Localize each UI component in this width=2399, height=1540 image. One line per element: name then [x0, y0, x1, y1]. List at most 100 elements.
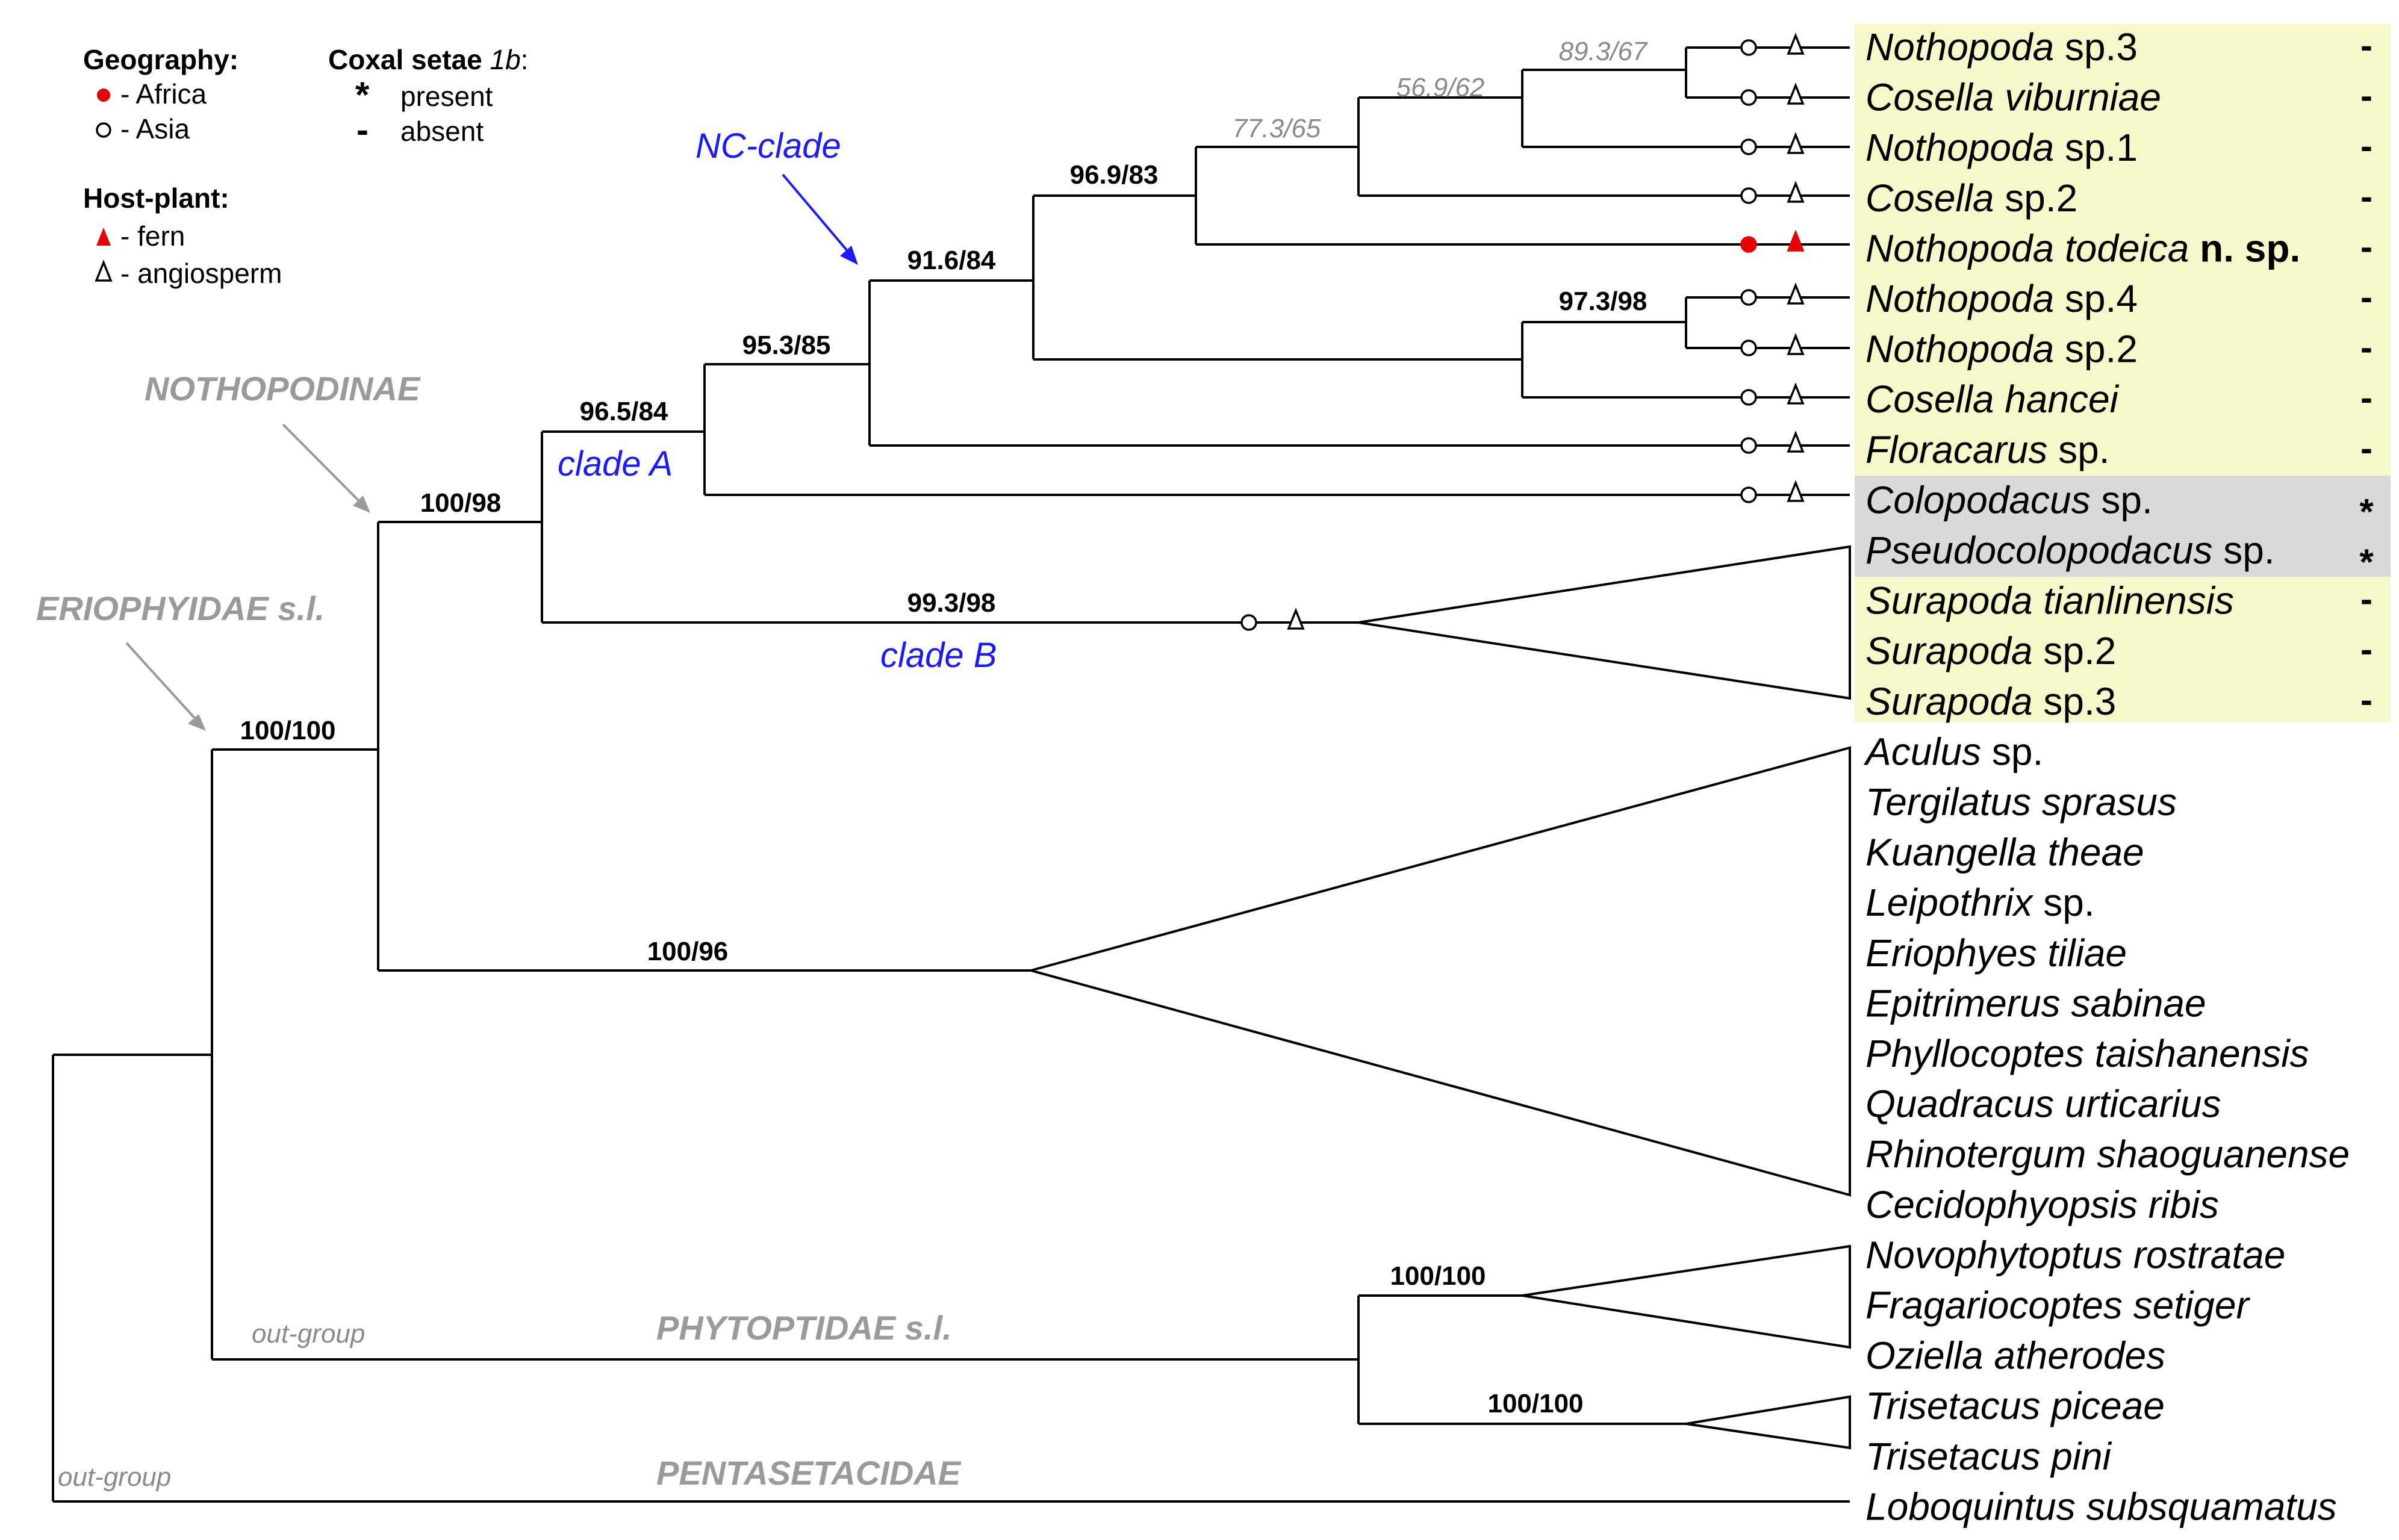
angiosperm-marker-icon [1787, 333, 1805, 355]
legend: Geography: - Africa - Asia Coxal setae 1… [83, 44, 528, 289]
africa-marker-icon [97, 88, 110, 102]
taxon-label: Nothopoda sp.4 [1865, 277, 2138, 320]
support-n916: 91.6/84 [907, 246, 996, 275]
present-symbol: * [355, 75, 370, 115]
angiosperm-marker-icon [1787, 33, 1805, 55]
taxon-name: Nothopoda [1865, 126, 2054, 169]
collapsed-trisetacus [1685, 1395, 1851, 1450]
support-n89: 89.3/67 [1559, 37, 1648, 66]
taxon-name: Loboquintus subsquamatus [1865, 1485, 2337, 1528]
taxon-label: Floracarus sp. [1865, 428, 2109, 471]
angiosperm-marker-icon [1787, 82, 1805, 105]
taxon-label: Novophytoptus rostratae [1865, 1233, 2285, 1276]
angiosperm-marker-icon [1787, 430, 1805, 453]
angiosperm-marker-icon [1787, 132, 1805, 154]
taxon-name: Fragariocoptes setiger [1865, 1284, 2250, 1327]
taxon-label: Rhinotergum shaoguanense [1865, 1132, 2350, 1176]
setae-absent-symbol: - [2360, 277, 2373, 317]
taxon-name: Nothopoda [1865, 277, 2054, 320]
taxon-label: Cecidophyopsis ribis [1865, 1183, 2219, 1226]
support-n100-100-erio: 100/100 [240, 716, 335, 745]
taxon-label: Eriophyes tiliae [1865, 931, 2127, 975]
gray-panel [1855, 476, 2391, 577]
support-values: 89.3/67 56.9/62 77.3/65 96.9/83 91.6/84 … [240, 37, 1648, 1418]
setae-absent-symbol: - [2360, 579, 2373, 619]
legend-present: present [400, 81, 493, 112]
taxon-label: Oziella atherodes [1865, 1334, 2165, 1377]
taxon-name: Surapoda [1865, 629, 2033, 672]
arrow-nc-clade-head [840, 246, 858, 265]
legend-africa: - Africa [120, 78, 207, 110]
taxon-suffix: sp. [1981, 730, 2043, 773]
tree-branches [52, 46, 1851, 1503]
taxon-label: Cosella viburniae [1865, 76, 2161, 119]
angiosperm-marker-icon [1787, 480, 1805, 502]
taxon-name: Pseudocolopodacus [1865, 529, 2212, 572]
legend-absent: absent [400, 116, 484, 147]
taxon-name: Quadracus urticarius [1865, 1082, 2221, 1126]
taxon-suffix: n. sp. [2189, 226, 2300, 270]
setae-present-symbol: * [2359, 542, 2374, 582]
taxon-name: Epitrimerus sabinae [1865, 981, 2206, 1025]
support-n953: 95.3/85 [742, 331, 831, 360]
taxon-label: Aculus sp. [1863, 730, 2043, 773]
group-labels: NOTHOPODINAE ERIOPHYIDAE s.l. out-group … [36, 126, 997, 1492]
support-n965: 96.5/84 [580, 397, 668, 426]
label-clade-b: clade B [880, 636, 997, 675]
taxon-label: Nothopoda todeica n. sp. [1865, 226, 2300, 270]
angiosperm-marker-icon [1787, 282, 1805, 305]
asia-marker-icon [96, 122, 111, 138]
angiosperm-marker-icon [1787, 382, 1805, 405]
taxon-name: Novophytoptus rostratae [1865, 1233, 2285, 1276]
asia-marker-icon [1740, 138, 1757, 155]
asia-marker-icon [1740, 340, 1757, 356]
taxon-name: Leipothrix [1865, 881, 2034, 924]
taxon-suffix: sp. [2212, 529, 2274, 572]
label-eriophyidae: ERIOPHYIDAE s.l. [36, 589, 325, 627]
asia-marker-icon [1740, 437, 1757, 454]
angiosperm-marker-icon [95, 259, 113, 282]
taxon-name: Nothopoda [1865, 328, 2054, 371]
asia-marker-icon [1740, 289, 1757, 306]
support-n56: 56.9/62 [1396, 73, 1485, 102]
arrow-eriophyidae [125, 642, 199, 722]
support-n100-98: 100/98 [420, 488, 502, 518]
taxon-name: Tergilatus sprasus [1865, 780, 2177, 824]
taxon-suffix: sp.2 [1994, 176, 2077, 220]
taxon-label: Quadracus urticarius [1865, 1082, 2221, 1126]
label-phytoptidae: PHYTOPTIDAE s.l. [656, 1309, 952, 1347]
taxon-name: Cosella hancei [1865, 377, 2120, 421]
taxon-label: Trisetacus pini [1865, 1435, 2112, 1478]
asia-marker-icon [1740, 486, 1757, 503]
arrow-nothopodinae [282, 423, 364, 506]
taxon-label: Nothopoda sp.1 [1865, 126, 2138, 169]
setae-absent-symbol: - [2360, 226, 2373, 267]
taxon-name: Kuangella theae [1865, 831, 2144, 874]
taxon-label: Fragariocoptes setiger [1865, 1284, 2250, 1327]
angiosperm-marker-icon [1287, 607, 1305, 630]
taxon-suffix: sp. [2047, 428, 2109, 471]
taxon-name: Phyllocoptes taishanensis [1865, 1032, 2309, 1075]
collapsed-phytoptidae-a [1522, 1244, 1851, 1349]
collapsed-clade-b [1358, 545, 1851, 700]
absent-symbol: - [356, 110, 369, 150]
support-n100-96: 100/96 [647, 937, 729, 966]
setae-absent-symbol: - [2360, 25, 2373, 66]
label-outgroup-1: out-group [252, 1319, 365, 1349]
fern-marker-icon [1787, 229, 1805, 252]
support-n993: 99.3/98 [907, 588, 996, 618]
setae-present-symbol: * [2359, 491, 2374, 532]
label-nc-clade: NC-clade [695, 126, 841, 166]
setae-absent-symbol: - [2360, 176, 2373, 217]
setae-absent-symbol: - [2360, 428, 2373, 468]
label-pentasetacidae: PENTASETACIDAE [656, 1454, 962, 1492]
taxon-name: Aculus [1863, 730, 1981, 773]
panels [1855, 24, 2391, 722]
yellow-panel-bottom [1855, 577, 2391, 722]
legend-fern: - fern [120, 220, 185, 252]
support-n969: 96.9/83 [1070, 160, 1159, 190]
taxon-label: Colopodacus sp. [1865, 478, 2153, 521]
taxon-name: Cosella [1865, 176, 1994, 220]
